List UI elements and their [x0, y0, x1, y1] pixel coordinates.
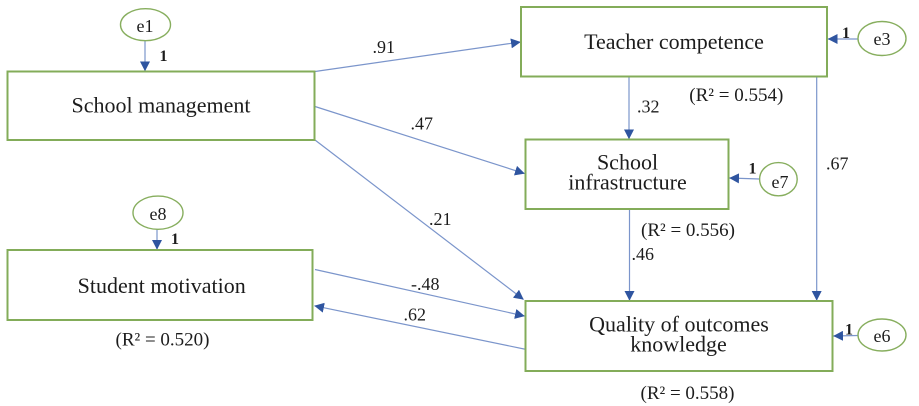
svg-text:(R² = 0.556): (R² = 0.556) — [641, 220, 735, 241]
svg-text:(R² = 0.520): (R² = 0.520) — [116, 330, 210, 351]
svg-text:.91: .91 — [373, 37, 396, 57]
svg-text:e3: e3 — [874, 29, 891, 49]
svg-text:.32: .32 — [637, 97, 660, 117]
svg-text:1: 1 — [842, 25, 850, 42]
svg-text:School management: School management — [71, 93, 250, 118]
svg-text:e8: e8 — [150, 204, 167, 224]
svg-text:Teacher competence: Teacher competence — [584, 29, 764, 54]
svg-text:e7: e7 — [772, 172, 789, 192]
svg-text:1: 1 — [171, 231, 179, 248]
svg-text:.21: .21 — [429, 209, 452, 229]
svg-text:1: 1 — [160, 48, 168, 65]
svg-text:.46: .46 — [632, 244, 655, 264]
svg-text:(R² = 0.558): (R² = 0.558) — [641, 383, 735, 404]
svg-text:School: School — [597, 150, 658, 175]
svg-text:knowledge: knowledge — [630, 332, 727, 357]
svg-text:e6: e6 — [874, 326, 891, 346]
svg-text:Student motivation: Student motivation — [78, 273, 246, 298]
svg-text:-.48: -.48 — [411, 274, 440, 294]
svg-text:infrastructure: infrastructure — [568, 170, 687, 195]
svg-text:1: 1 — [749, 161, 757, 178]
svg-text:.62: .62 — [404, 305, 427, 325]
svg-text:1: 1 — [845, 322, 853, 339]
svg-text:(R² = 0.554): (R² = 0.554) — [689, 85, 783, 106]
svg-text:.47: .47 — [411, 114, 434, 134]
svg-text:Quality of outcomes: Quality of outcomes — [589, 312, 769, 337]
svg-text:.67: .67 — [826, 154, 849, 174]
svg-text:e1: e1 — [137, 16, 154, 36]
